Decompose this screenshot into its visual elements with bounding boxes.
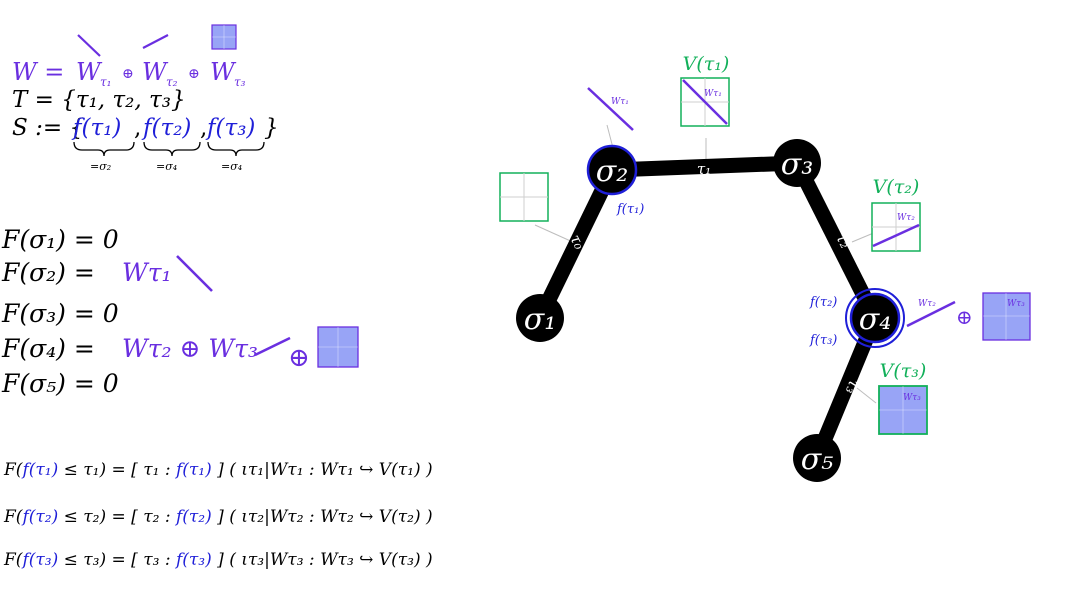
- edge-tau3: [810, 315, 882, 461]
- edge-tau1: [611, 155, 798, 178]
- v-tau3-w-label: Wτ₃: [903, 393, 921, 403]
- node-label-sigma5: σ₅: [801, 442, 834, 477]
- edge-label-tau0: τ₀: [566, 231, 588, 252]
- map-2: F(f(τ₂) ≤ τ₂) = [ τ₂ : f(τ₂) ] ( ιτ₂|Wτ₂…: [3, 507, 433, 527]
- map-2-f2: f(τ₂): [174, 507, 212, 527]
- f-sigma4-rhs: Wτ₂ ⊕ Wτ₃: [122, 334, 258, 363]
- f-sigma1-lhs: F(σ₁) = 0: [1, 225, 119, 254]
- node-sigma4: [849, 292, 901, 344]
- node-sigma5: [793, 434, 841, 482]
- node-sigma3: [773, 139, 821, 187]
- v-tau1-label: V(τ₁): [683, 53, 730, 75]
- edge-label-tau1: τ₁: [697, 160, 711, 178]
- s-under-2: =σ₄: [156, 160, 177, 173]
- node-label-sigma1: σ₁: [524, 302, 557, 337]
- f-sigma2-rhs: Wτ₁: [122, 258, 172, 287]
- w-sub-3: τ₃: [234, 75, 246, 89]
- v-tau2-label: V(τ₂): [873, 176, 920, 198]
- w-sub-2: τ₂: [166, 75, 178, 89]
- map-1-pre: F(: [3, 460, 23, 480]
- map-3-f: f(τ₃): [20, 550, 58, 570]
- w-tau2-graph-glyph: [906, 300, 956, 328]
- w-term-1: W: [76, 58, 103, 86]
- w-tau1-graph-label: Wτ₁: [611, 97, 629, 107]
- f-sigma4-line-glyph: [254, 336, 291, 357]
- node-sigma1: [516, 294, 564, 342]
- map-3: F(f(τ₃) ≤ τ₃) = [ τ₃ : f(τ₃) ] ( ιτ₃|Wτ₃…: [3, 550, 433, 570]
- node-label-sigma4: σ₄: [859, 302, 892, 337]
- graph: τ₀ τ₁ τ₂ τ₃ σ₁ σ₂ σ₃ σ₄ σ₅ f(τ₁) f(τ₂) f…: [499, 53, 1031, 482]
- map-2-mid: ≤ τ₂) = [ τ₂ :: [58, 507, 176, 527]
- f-label-tau2: f(τ₂): [809, 295, 837, 310]
- w-sub-1: τ₁: [100, 75, 111, 89]
- node-label-sigma2: σ₂: [596, 154, 629, 189]
- node-label-sigma3: σ₃: [781, 147, 814, 182]
- map-1-post: ] ( ιτ₁|Wτ₁ : Wτ₁ ↪ V(τ₁) ): [212, 460, 433, 480]
- s-under-3: =σ₄: [221, 160, 242, 173]
- v-tau2-w-label: Wτ₂: [897, 213, 915, 223]
- w-tau3-graph-square: [982, 292, 1031, 341]
- f-sigma2-glyph: [176, 255, 213, 292]
- map-2-post: ] ( ιτ₂|Wτ₂ : Wτ₂ ↪ V(τ₂) ): [212, 507, 433, 527]
- f-sigma4-oplus: ⊕: [288, 343, 310, 373]
- connector-v0: [534, 224, 576, 244]
- s-f1: f(τ₁): [71, 115, 121, 141]
- s-f3: f(τ₃): [205, 115, 255, 141]
- v-tau3-label: V(τ₃): [880, 360, 927, 382]
- s-f2: f(τ₂): [141, 115, 191, 141]
- graph-oplus: ⊕: [956, 305, 973, 329]
- definitions-block: W = W τ₁ ⊕ W τ₂ ⊕ W τ₃ T = {τ₁, τ₂, τ₃} …: [12, 24, 279, 173]
- oplus-2: ⊕: [188, 66, 200, 82]
- map-3-pre: F(: [3, 550, 23, 570]
- oplus-1: ⊕: [122, 66, 134, 82]
- v-tau0-box: [499, 172, 549, 222]
- w-tau1-graph-glyph: [587, 87, 634, 131]
- map-3-f2: f(τ₃): [174, 550, 212, 570]
- w2-diagonal-glyph: [142, 34, 169, 49]
- map-3-post: ] ( ιτ₃|Wτ₃ : Wτ₃ ↪ V(τ₃) ): [212, 550, 433, 570]
- f-sigma3-lhs: F(σ₃) = 0: [1, 299, 119, 328]
- edge-tau0: [533, 166, 619, 322]
- f-sigma2-lhs: F(σ₂) =: [1, 258, 95, 287]
- v-tau1-w-label: Wτ₁: [704, 89, 722, 99]
- s-close: }: [264, 115, 279, 141]
- map-2-f: f(τ₂): [20, 507, 58, 527]
- s-prefix: S := {: [12, 115, 84, 141]
- node-sigma4-outer-ring: [845, 288, 905, 348]
- node-sigma2: [586, 144, 638, 196]
- connector-v3: [856, 387, 877, 404]
- s-comma-1: ,: [134, 115, 141, 141]
- w-tau3-graph-label: Wτ₃: [1007, 299, 1025, 309]
- underbrace-1: [73, 141, 135, 157]
- edge-label-tau3: τ₃: [842, 377, 864, 397]
- t-definition: T = {τ₁, τ₂, τ₃}: [12, 87, 186, 113]
- v-tau3-box: [878, 385, 928, 435]
- w-term-2: W: [142, 58, 169, 86]
- f-sigma4-lhs: F(σ₄) =: [1, 334, 95, 363]
- map-3-mid: ≤ τ₃) = [ τ₃ :: [58, 550, 176, 570]
- map-2-pre: F(: [3, 507, 23, 527]
- s-comma-2: ,: [200, 115, 207, 141]
- w1-diagonal-glyph: [77, 34, 101, 57]
- w-term-3: W: [210, 58, 237, 86]
- connector-w1: [606, 124, 614, 149]
- f-label-tau1: f(τ₁): [616, 202, 644, 217]
- w-lhs: W =: [12, 58, 64, 86]
- underbrace-3: [207, 141, 265, 157]
- map-1-mid: ≤ τ₁) = [ τ₁ :: [58, 460, 176, 480]
- v-tau2-box: [871, 202, 921, 252]
- f-label-tau3: f(τ₃): [809, 333, 837, 348]
- map-1-f: f(τ₁): [20, 460, 58, 480]
- map-1: F(f(τ₁) ≤ τ₁) = [ τ₁ : f(τ₁) ] ( ιτ₁|Wτ₁…: [3, 460, 433, 480]
- f-values-block: F(σ₁) = 0 F(σ₂) = Wτ₁ F(σ₃) = 0 F(σ₄) = …: [1, 225, 359, 398]
- s-under-1: =σ₂: [90, 160, 111, 173]
- underbrace-2: [143, 141, 201, 157]
- f-sigma5-lhs: F(σ₅) = 0: [1, 369, 119, 398]
- map-1-f2: f(τ₁): [174, 460, 212, 480]
- maps-block: F(f(τ₁) ≤ τ₁) = [ τ₁ : f(τ₁) ] ( ιτ₁|Wτ₁…: [3, 460, 433, 570]
- w-tau2-graph-label: Wτ₂: [918, 299, 936, 309]
- v-tau1-box: [680, 77, 730, 127]
